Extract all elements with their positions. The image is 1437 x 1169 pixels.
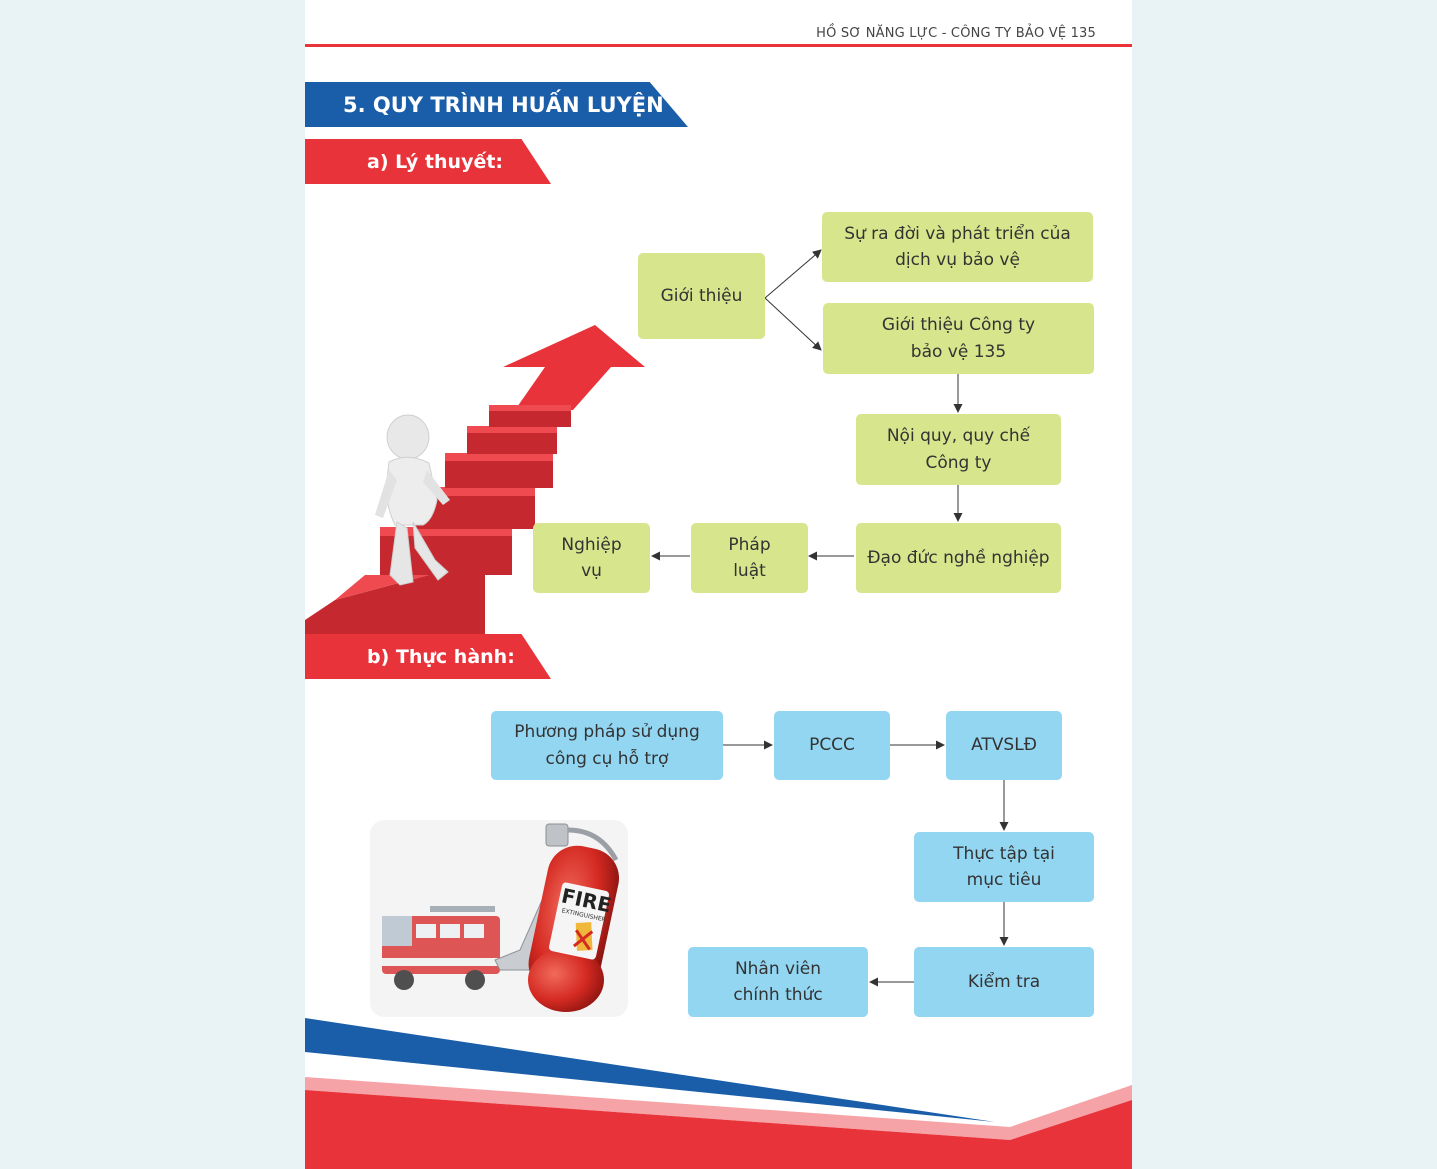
node-atvsld: ATVSLĐ <box>946 711 1062 780</box>
theory-heading: a) Lý thuyết: <box>367 150 504 173</box>
node-ethics: Đạo đức nghề nghiệp <box>856 523 1061 593</box>
flow-connectors <box>651 249 1009 987</box>
arrow-head-graphic <box>503 325 645 410</box>
node-tools: Phương pháp sử dụng công cụ hỗ trợ <box>491 711 723 780</box>
document-page: HỒ SƠ NĂNG LỰC - CÔNG TY BẢO VỆ 135 5. Q… <box>305 0 1132 1169</box>
theory-heading-banner: a) Lý thuyết: <box>305 139 551 184</box>
practice-heading: b) Thực hành: <box>367 645 515 668</box>
practice-heading-banner: b) Thực hành: <box>305 634 551 679</box>
node-intro: Giới thiệu <box>638 253 765 339</box>
node-history: Sự ra đời và phát triển của dịch vụ bảo … <box>822 212 1093 282</box>
fire-truck-graphic <box>382 906 500 990</box>
walking-figure-graphic <box>375 414 450 586</box>
running-header: HỒ SƠ NĂNG LỰC - CÔNG TY BẢO VỆ 135 <box>816 26 1096 41</box>
fire-safety-illustration: FIRE EXTINGUISHER <box>382 823 620 1012</box>
node-rules: Nội quy, quy chế Công ty <box>856 414 1061 485</box>
fire-safety-photo: FIRE EXTINGUISHER <box>370 820 628 1017</box>
node-company: Giới thiệu Công ty bảo vệ 135 <box>823 303 1094 374</box>
header-rule <box>305 44 1132 47</box>
stairs-illustration <box>305 325 645 640</box>
section-title-banner: 5. QUY TRÌNH HUẤN LUYỆN <box>305 82 688 127</box>
node-law: Pháp luật <box>691 523 808 593</box>
fire-extinguisher-graphic: FIRE EXTINGUISHER <box>528 823 620 1012</box>
section-title: 5. QUY TRÌNH HUẤN LUYỆN <box>343 92 664 117</box>
node-exam: Kiểm tra <box>914 947 1094 1017</box>
node-profession: Nghiệp vụ <box>533 523 650 593</box>
node-official: Nhân viên chính thức <box>688 947 868 1017</box>
steps-graphic <box>305 405 571 640</box>
node-internship: Thực tập tại mục tiêu <box>914 832 1094 902</box>
node-pccc: PCCC <box>774 711 890 780</box>
